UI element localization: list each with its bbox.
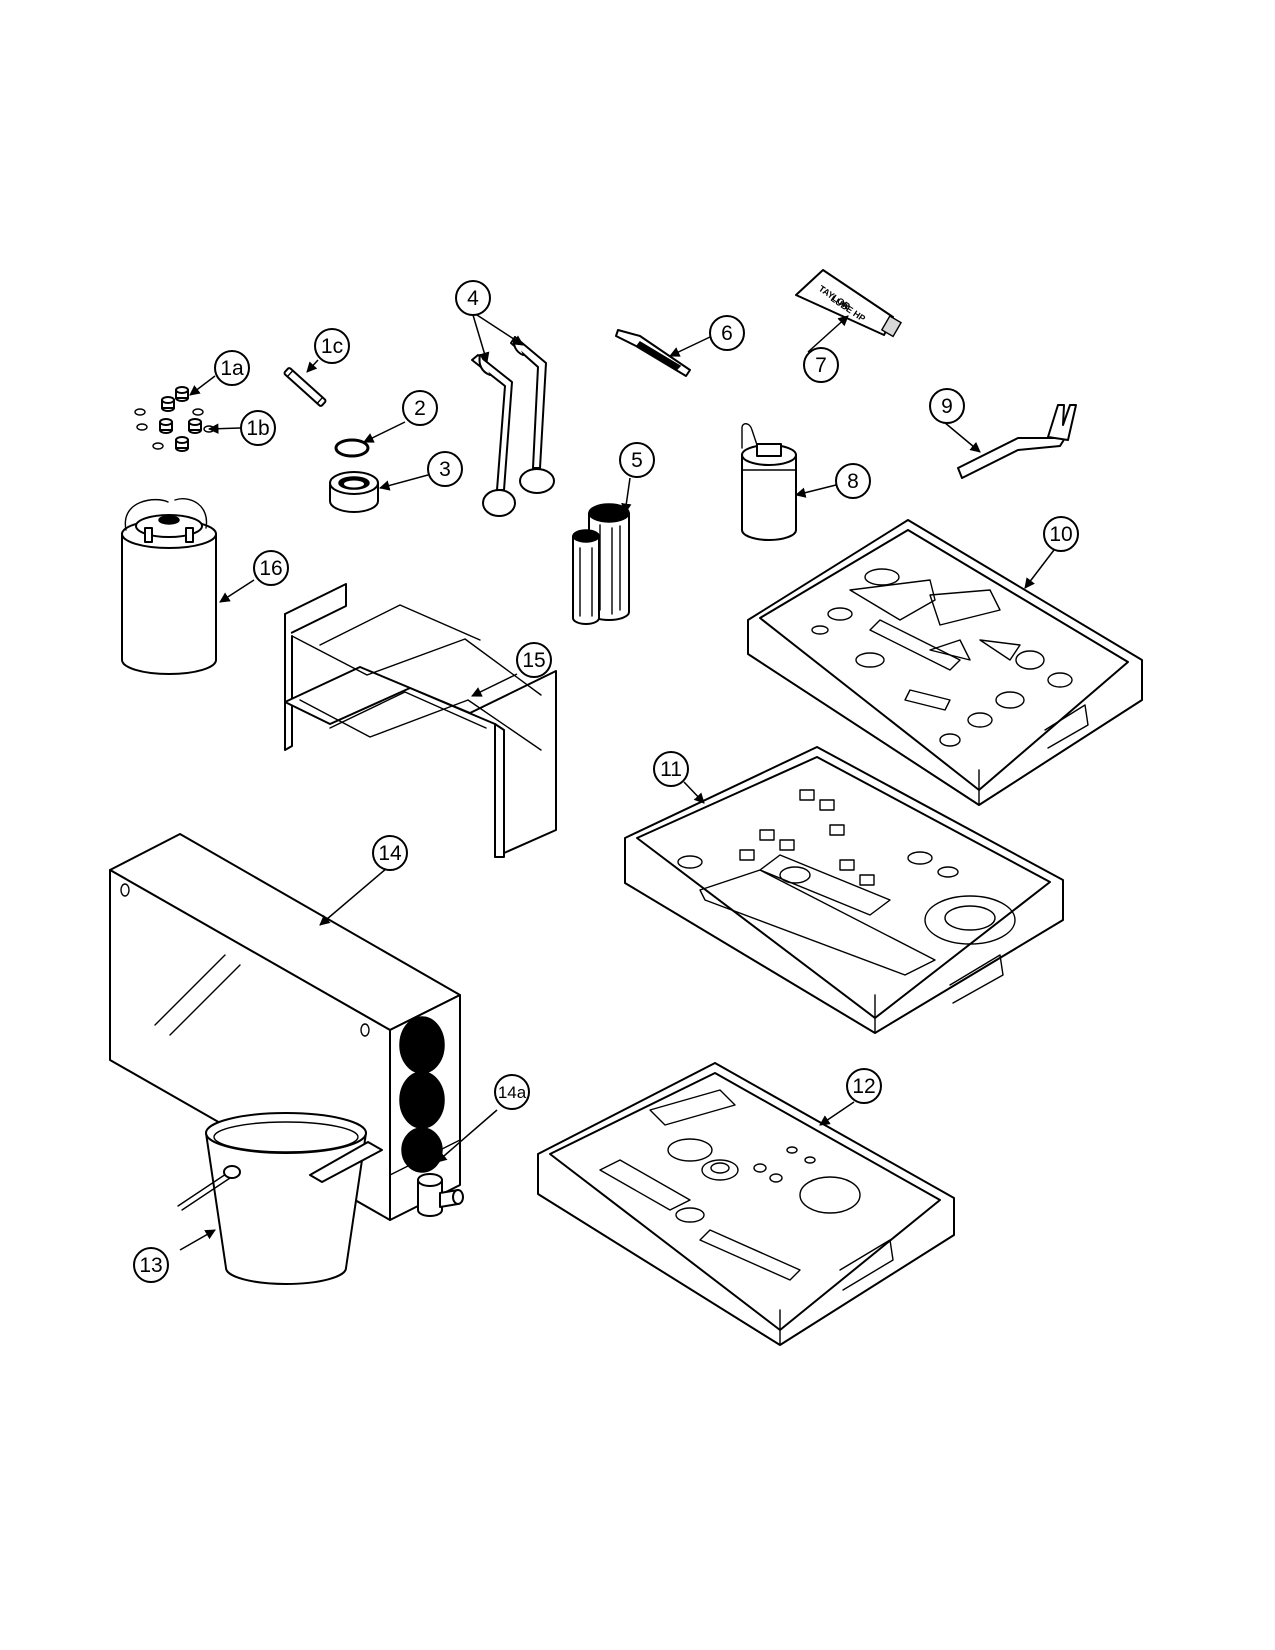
callout-15: 15 (516, 642, 552, 678)
part-8-bottle (741, 423, 797, 541)
callout-5: 5 (619, 442, 655, 478)
callout-1b: 1b (240, 410, 276, 446)
callout-3-label: 3 (439, 458, 451, 481)
callout-10: 10 (1043, 516, 1079, 552)
callout-9: 9 (929, 388, 965, 424)
callout-12-label: 12 (852, 1075, 875, 1098)
callout-6-label: 6 (721, 322, 733, 345)
callout-11-label: 11 (660, 758, 682, 781)
callout-16-label: 16 (259, 557, 282, 580)
callout-13-label: 13 (139, 1254, 162, 1277)
part-3-seal (329, 471, 379, 513)
part-6-blade (615, 329, 691, 377)
part-2-o-ring (334, 438, 370, 458)
callout-12: 12 (846, 1068, 882, 1104)
part-5-cylinders (572, 503, 630, 625)
callout-11: 11 (653, 751, 689, 787)
part-10-tray (747, 519, 1143, 806)
part-16-canister (121, 498, 217, 675)
callout-10-label: 10 (1049, 523, 1072, 546)
part-13-pail (177, 1112, 383, 1285)
callout-6: 6 (709, 315, 745, 351)
part-15-rack (284, 583, 557, 858)
part-14a-valve (417, 1157, 464, 1217)
part-4-ladles (471, 336, 555, 517)
part-1c-pin (283, 367, 327, 407)
callout-7-label: 7 (815, 354, 827, 377)
callout-3: 3 (427, 451, 463, 487)
callout-14a-label: 14a (498, 1083, 527, 1102)
callout-14-label: 14 (378, 842, 402, 865)
callout-4-label: 4 (467, 287, 479, 310)
part-1a-fittings (159, 386, 202, 452)
callout-15-label: 15 (522, 649, 545, 672)
callout-1c-label: 1c (321, 335, 343, 358)
callout-1a-label: 1a (220, 357, 244, 380)
part-7-lube-tube: TAYLOR LUBE HP (795, 269, 903, 338)
callout-7: 7 (803, 347, 839, 383)
callout-8: 8 (835, 463, 871, 499)
callout-9-label: 9 (941, 395, 953, 418)
callout-13: 13 (133, 1247, 169, 1283)
part-1b-o-rings (134, 408, 215, 450)
callout-14a: 14a (494, 1074, 530, 1110)
callout-5-label: 5 (631, 449, 643, 472)
callout-16: 16 (253, 550, 289, 586)
leader-lines (179, 314, 1055, 1251)
callout-1a: 1a (214, 350, 250, 386)
part-12-tray (537, 1062, 955, 1346)
callout-1c: 1c (314, 328, 350, 364)
callout-1b-label: 1b (246, 417, 269, 440)
callout-8-label: 8 (847, 470, 859, 493)
callout-14: 14 (372, 835, 408, 871)
part-9-holder (957, 404, 1077, 479)
callout-4: 4 (455, 280, 491, 316)
callout-2: 2 (402, 390, 438, 426)
part-11-tray (624, 746, 1064, 1034)
callout-2-label: 2 (414, 397, 426, 420)
